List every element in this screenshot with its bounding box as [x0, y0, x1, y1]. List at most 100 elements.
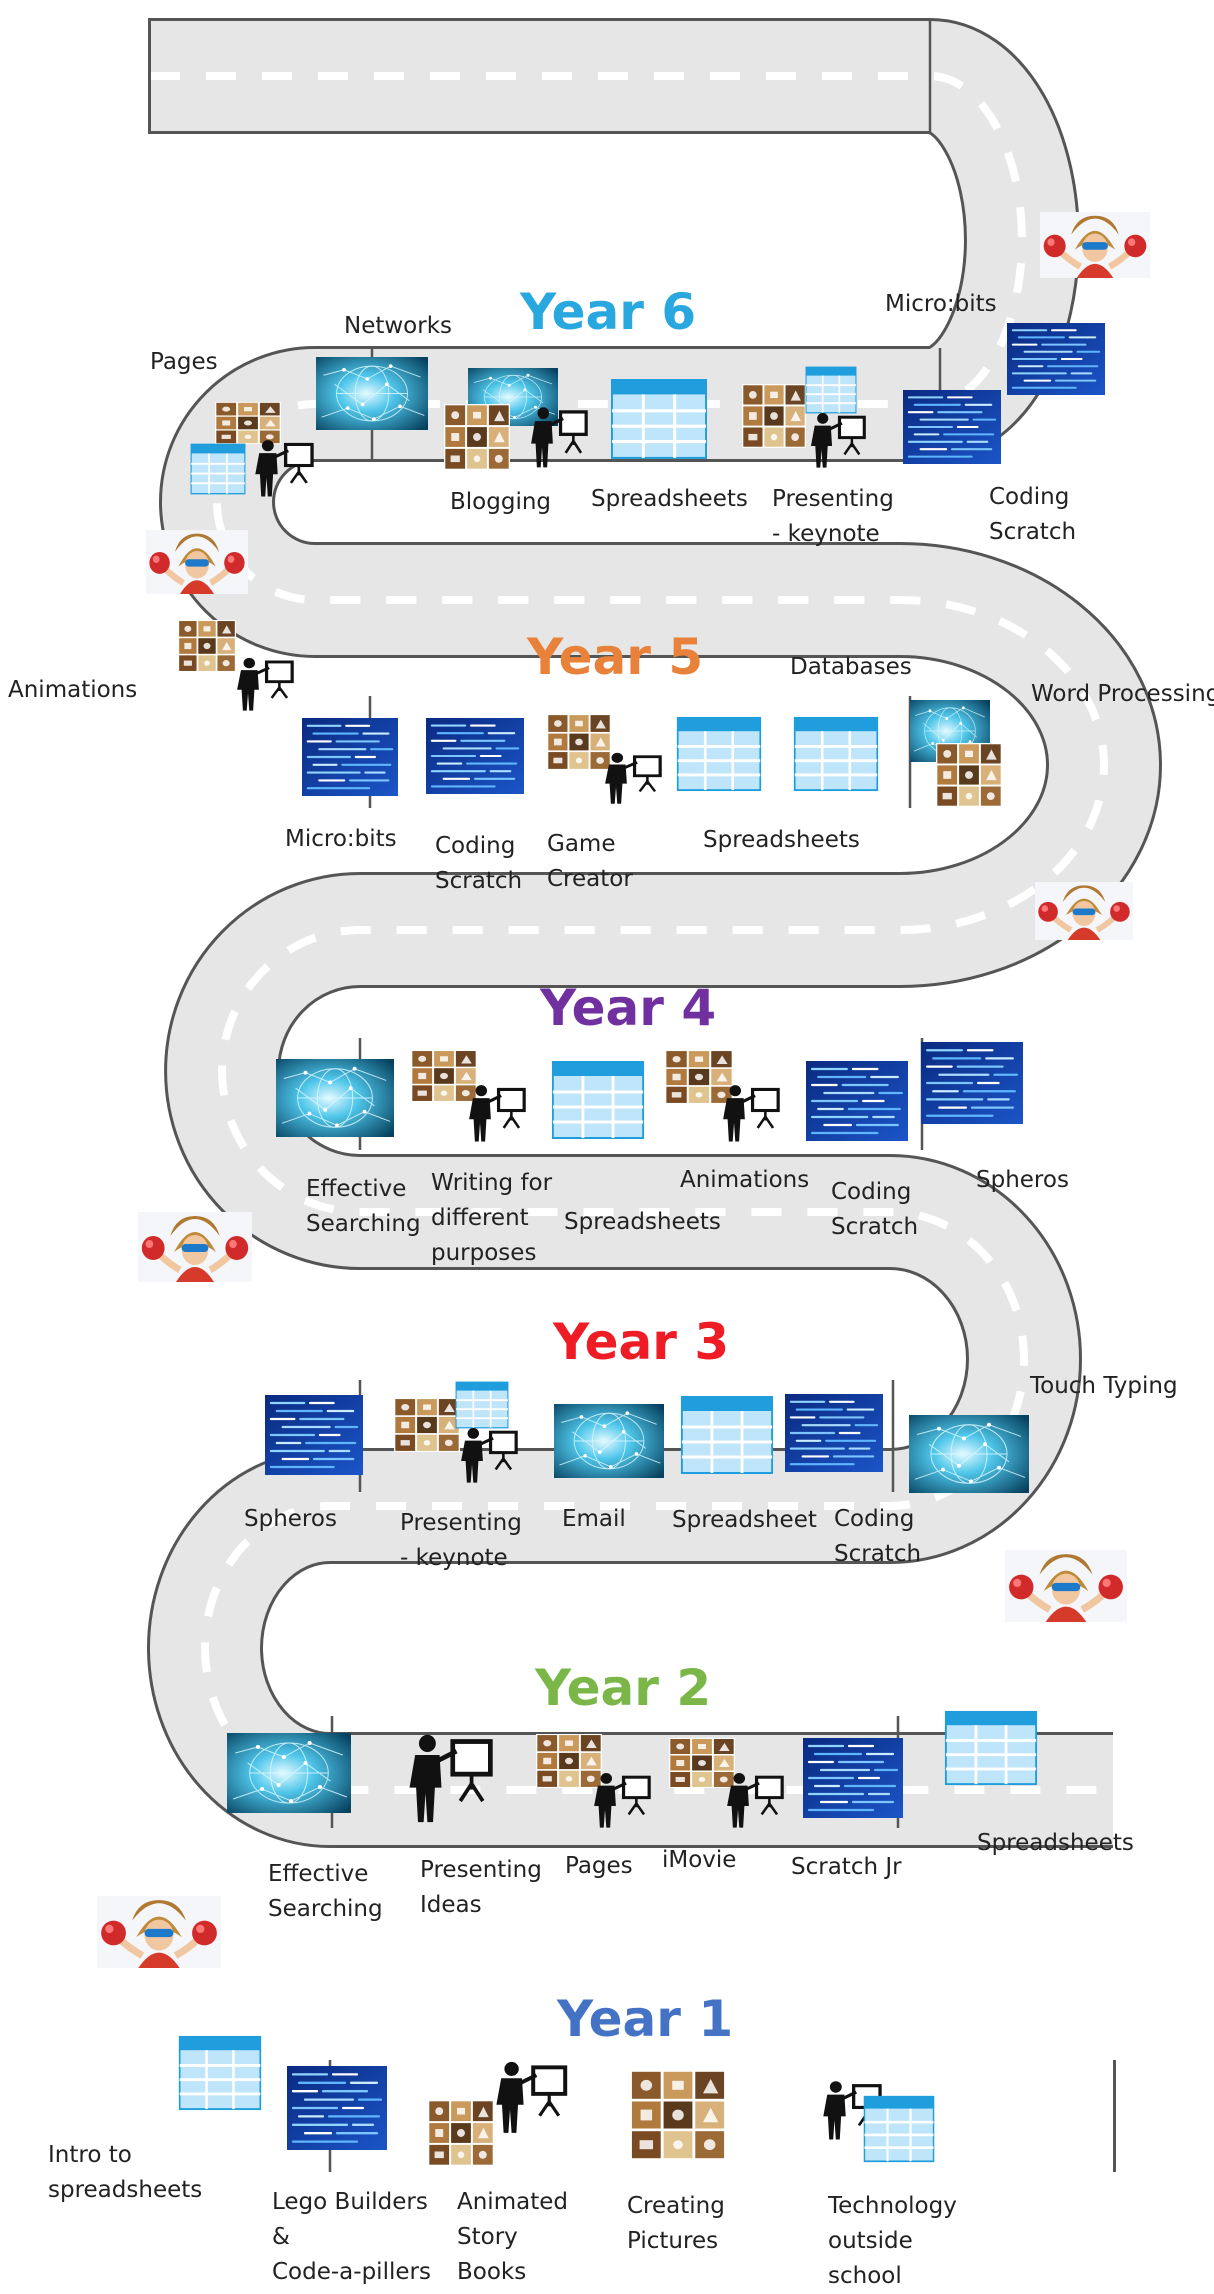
teacher-presenting-icon: [526, 404, 590, 470]
pages-collage-icon: [630, 2070, 726, 2160]
label-microbits: Micro:bits: [885, 291, 997, 317]
label-coding: Coding: [989, 484, 1070, 510]
teacher-presenting-icon: [456, 1425, 520, 1485]
year-5-title: Year 5: [527, 628, 704, 686]
year-3-title: Year 3: [553, 1313, 730, 1371]
label-coding-line2: Scratch: [435, 868, 523, 894]
label-coding: Coding: [435, 833, 516, 859]
label-presenting-ideas: Presenting: [420, 1857, 542, 1883]
code-screen-icon: [1007, 323, 1105, 395]
code-screen-icon: [803, 1738, 903, 1818]
code-screen-icon: [426, 718, 524, 794]
year-2-title: Year 2: [535, 1659, 712, 1717]
pages-collage-icon: [444, 404, 510, 470]
label-creating-pictures-line2: Pictures: [627, 2228, 719, 2254]
label-creating-pictures: Creating: [627, 2193, 725, 2219]
label-spheros: Spheros: [244, 1506, 337, 1532]
code-screen-icon: [785, 1394, 883, 1472]
label-writing-line2: different: [431, 1205, 529, 1231]
pages-collage-icon: [178, 620, 236, 672]
label-word-processing: Word Processing: [1031, 681, 1214, 707]
label-networks: Networks: [344, 313, 453, 339]
teacher-presenting-icon: [490, 2058, 570, 2136]
superhero-child-icon: [1040, 212, 1150, 278]
network-globe-icon: [276, 1059, 394, 1137]
spreadsheet-icon: [610, 378, 708, 460]
label-technology-line3: school: [828, 2263, 902, 2289]
label-touch-typing: Touch Typing: [1030, 1373, 1178, 1399]
pages-collage-icon: [742, 384, 806, 448]
label-writing: Writing for: [431, 1170, 553, 1196]
label-animations: Animations: [8, 677, 138, 703]
code-screen-icon: [302, 718, 398, 796]
superhero-child-icon: [138, 1212, 252, 1282]
label-writing-line3: purposes: [431, 1240, 537, 1266]
teacher-presenting-icon: [806, 410, 868, 470]
spreadsheet-icon: [190, 443, 246, 495]
spreadsheet-icon: [551, 1060, 645, 1140]
label-lego: Lego Builders: [272, 2189, 428, 2215]
network-globe-icon: [227, 1733, 351, 1813]
label-coding-line2: Scratch: [989, 519, 1077, 545]
label-coding: Coding: [834, 1506, 915, 1532]
label-coding: Coding: [831, 1179, 912, 1205]
teacher-presenting-icon: [718, 1082, 782, 1144]
code-screen-icon: [921, 1042, 1023, 1124]
spreadsheet-icon: [676, 716, 762, 792]
pages-collage-icon: [428, 2100, 494, 2166]
label-effective-searching-line2: Searching: [306, 1211, 421, 1237]
label-presenting: Presenting: [400, 1510, 522, 1536]
teacher-presenting-icon: [464, 1082, 528, 1144]
label-spreadsheets: Spreadsheets: [564, 1209, 721, 1235]
road-start-cap: [148, 20, 151, 132]
spreadsheet-icon: [805, 366, 857, 414]
label-scratch-jr: Scratch Jr: [791, 1854, 902, 1880]
label-spreadsheet: Spreadsheet: [672, 1507, 817, 1533]
label-effective-searching: Effective: [268, 1861, 369, 1887]
spreadsheet-icon: [863, 2095, 935, 2163]
teacher-presenting-icon: [402, 1730, 496, 1826]
teacher-presenting-icon: [232, 655, 296, 713]
superhero-child-icon: [1005, 1550, 1127, 1622]
network-globe-icon: [316, 357, 428, 430]
network-globe-icon: [909, 1415, 1029, 1493]
label-game-creator-line2: Creator: [547, 866, 633, 892]
label-spreadsheets: Spreadsheets: [591, 486, 748, 512]
superhero-child-icon: [146, 530, 248, 594]
label-pages: Pages: [565, 1853, 633, 1879]
spreadsheet-icon: [793, 716, 879, 792]
label-technology: Technology: [828, 2193, 957, 2219]
label-animated-story-line3: Books: [457, 2259, 527, 2285]
label-spheros: Spheros: [976, 1167, 1069, 1193]
label-email: Email: [562, 1506, 626, 1532]
teacher-presenting-icon: [722, 1770, 786, 1830]
label-effective-searching: Effective: [306, 1176, 407, 1202]
year-4-title: Year 4: [540, 979, 717, 1037]
pages-collage-icon: [936, 743, 1002, 807]
teacher-presenting-icon: [600, 750, 664, 806]
label-coding-line2: Scratch: [831, 1214, 919, 1240]
teacher-presenting-icon: [589, 1770, 653, 1830]
label-intro-spreadsheets: Intro to: [48, 2142, 132, 2168]
label-intro-spreadsheets-line2: spreadsheets: [48, 2177, 203, 2203]
network-globe-icon: [554, 1404, 664, 1478]
superhero-child-icon: [97, 1896, 221, 1968]
label-spreadsheets: Spreadsheets: [977, 1830, 1134, 1856]
label-presenting-ideas-line2: Ideas: [420, 1892, 482, 1918]
label-technology-line2: outside: [828, 2228, 913, 2254]
spreadsheet-icon: [178, 2035, 262, 2111]
label-effective-searching-line2: Searching: [268, 1896, 383, 1922]
code-screen-icon: [265, 1395, 363, 1475]
spreadsheet-icon: [680, 1395, 774, 1475]
pages-collage-icon: [394, 1398, 460, 1452]
label-presenting-line2: - keynote: [400, 1545, 508, 1571]
label-lego-line3: Code-a-pillers: [272, 2259, 431, 2285]
label-presenting: Presenting: [772, 486, 894, 512]
label-databases: Databases: [790, 654, 912, 680]
code-screen-icon: [806, 1061, 908, 1141]
spreadsheet-icon: [944, 1710, 1038, 1786]
label-presenting-line2: - keynote: [772, 521, 880, 547]
label-imovie: iMovie: [662, 1847, 737, 1873]
label-spreadsheets: Spreadsheets: [703, 827, 860, 853]
spreadsheet-icon: [455, 1381, 509, 1429]
